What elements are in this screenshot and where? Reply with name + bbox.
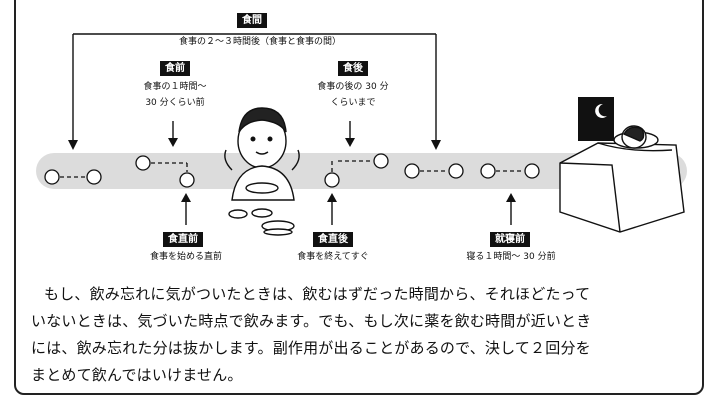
shokukan-description: 食事の２～３時間後（食事と食事の間） bbox=[178, 37, 341, 47]
shokukan-bracket bbox=[72, 33, 437, 142]
night-window-illustration bbox=[578, 97, 614, 141]
person-eating-illustration bbox=[224, 107, 300, 236]
shokukan-label: 食間 bbox=[237, 13, 267, 28]
paragraph-line: まとめて飲んではいけません。 bbox=[31, 366, 243, 384]
paragraph-line: には、飲み忘れた分は抜かします。副作用が出ることがあるので、決して２回分を bbox=[31, 339, 591, 357]
shokugo-label: 食後 bbox=[338, 61, 368, 76]
shokuchokugo-label: 食直後 bbox=[313, 232, 353, 247]
shokuzen-description-1: 食事の１時間～ bbox=[143, 82, 207, 92]
arrow-up-icon bbox=[327, 193, 337, 202]
shokugo-description-1: 食事の後の 30 分 bbox=[317, 82, 389, 92]
arrow-down-left-icon bbox=[68, 140, 78, 150]
arrow-up-icon bbox=[181, 193, 191, 202]
timing-diagram bbox=[36, 33, 687, 236]
arrow-up-icon bbox=[506, 193, 516, 202]
paragraph-line: もし、飲み忘れに気がついたときは、飲むはずだった時間から、それほどたって bbox=[44, 285, 591, 303]
shokuchokuzen-label: 食直前 bbox=[163, 232, 203, 247]
paragraph-line: いないときは、気づいた時点で飲みます。でも、もし次に薬を飲む時間が近いとき bbox=[31, 312, 592, 330]
shushinzen-description: 寝る１時間～ 30 分前 bbox=[466, 252, 556, 262]
shokuchokugo-description: 食事を終えてすぐ bbox=[297, 252, 369, 262]
sleeping-person-illustration bbox=[559, 125, 685, 233]
missed-dose-paragraph: もし、飲み忘れに気がついたときは、飲むはずだった時間から、それほどたって いない… bbox=[31, 281, 694, 389]
arrow-down-icon bbox=[345, 138, 355, 147]
shokuzen-description-2: 30 分くらい前 bbox=[145, 98, 205, 108]
arrow-down-icon bbox=[168, 138, 178, 147]
shokuchokuzen-description: 食事を始める直前 bbox=[149, 252, 222, 262]
shushinzen-label: 就寝前 bbox=[490, 232, 530, 247]
shokuzen-label: 食前 bbox=[160, 61, 190, 76]
timeline-dashes bbox=[60, 160, 524, 178]
content-frame bbox=[14, 0, 704, 395]
timeline-band bbox=[36, 153, 687, 189]
timeline-markers bbox=[44, 153, 540, 188]
arrow-down-right-icon bbox=[431, 140, 441, 150]
shokugo-description-2: くらいまで bbox=[330, 98, 376, 108]
